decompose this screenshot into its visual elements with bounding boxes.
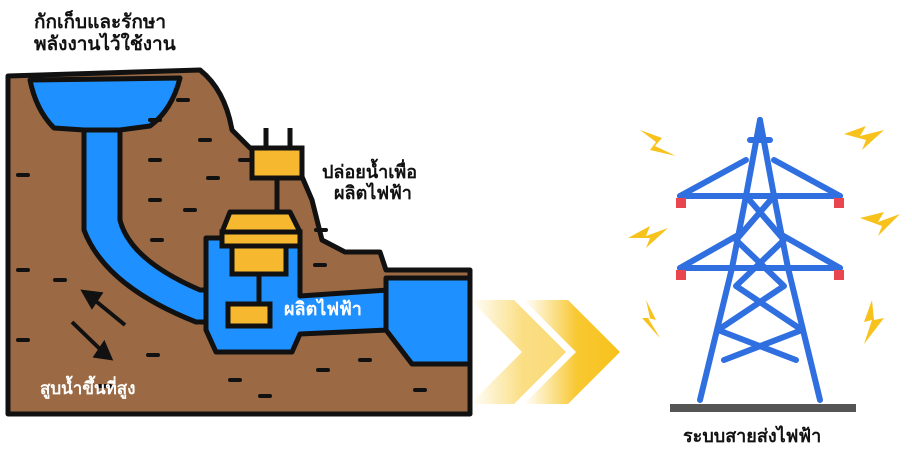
grid-label: ระบบสายส่งไฟฟ้า bbox=[683, 426, 822, 447]
lower-reservoir bbox=[383, 275, 473, 367]
release-label: ปล่อยน้ำเพื่อ ผลิตไฟฟ้า bbox=[322, 162, 418, 204]
tower-base bbox=[670, 404, 856, 412]
release-label-line1: ปล่อยน้ำเพื่อ bbox=[322, 162, 418, 183]
turbine-icon bbox=[219, 209, 303, 329]
electric-spark-icons bbox=[628, 126, 900, 344]
flow-chevron-arrows bbox=[470, 300, 620, 404]
storage-label-line2: พลังงานไว้ใช้งาน bbox=[34, 32, 176, 55]
pump-arrows-icon bbox=[70, 289, 127, 361]
transmission-tower-icon bbox=[677, 117, 843, 403]
pump-label: สูบน้ำขึ้นที่สูง bbox=[40, 379, 136, 399]
storage-label-line1: กักเก็บและรักษา bbox=[34, 11, 167, 33]
storage-label: กักเก็บและรักษา พลังงานไว้ใช้งาน bbox=[34, 11, 176, 56]
transformer-icon bbox=[249, 128, 305, 212]
generate-label: ผลิตไฟฟ้า bbox=[284, 299, 362, 320]
earth-texture bbox=[16, 98, 427, 398]
insulators bbox=[676, 198, 844, 280]
release-label-line2: ผลิตไฟฟ้า bbox=[334, 182, 412, 204]
